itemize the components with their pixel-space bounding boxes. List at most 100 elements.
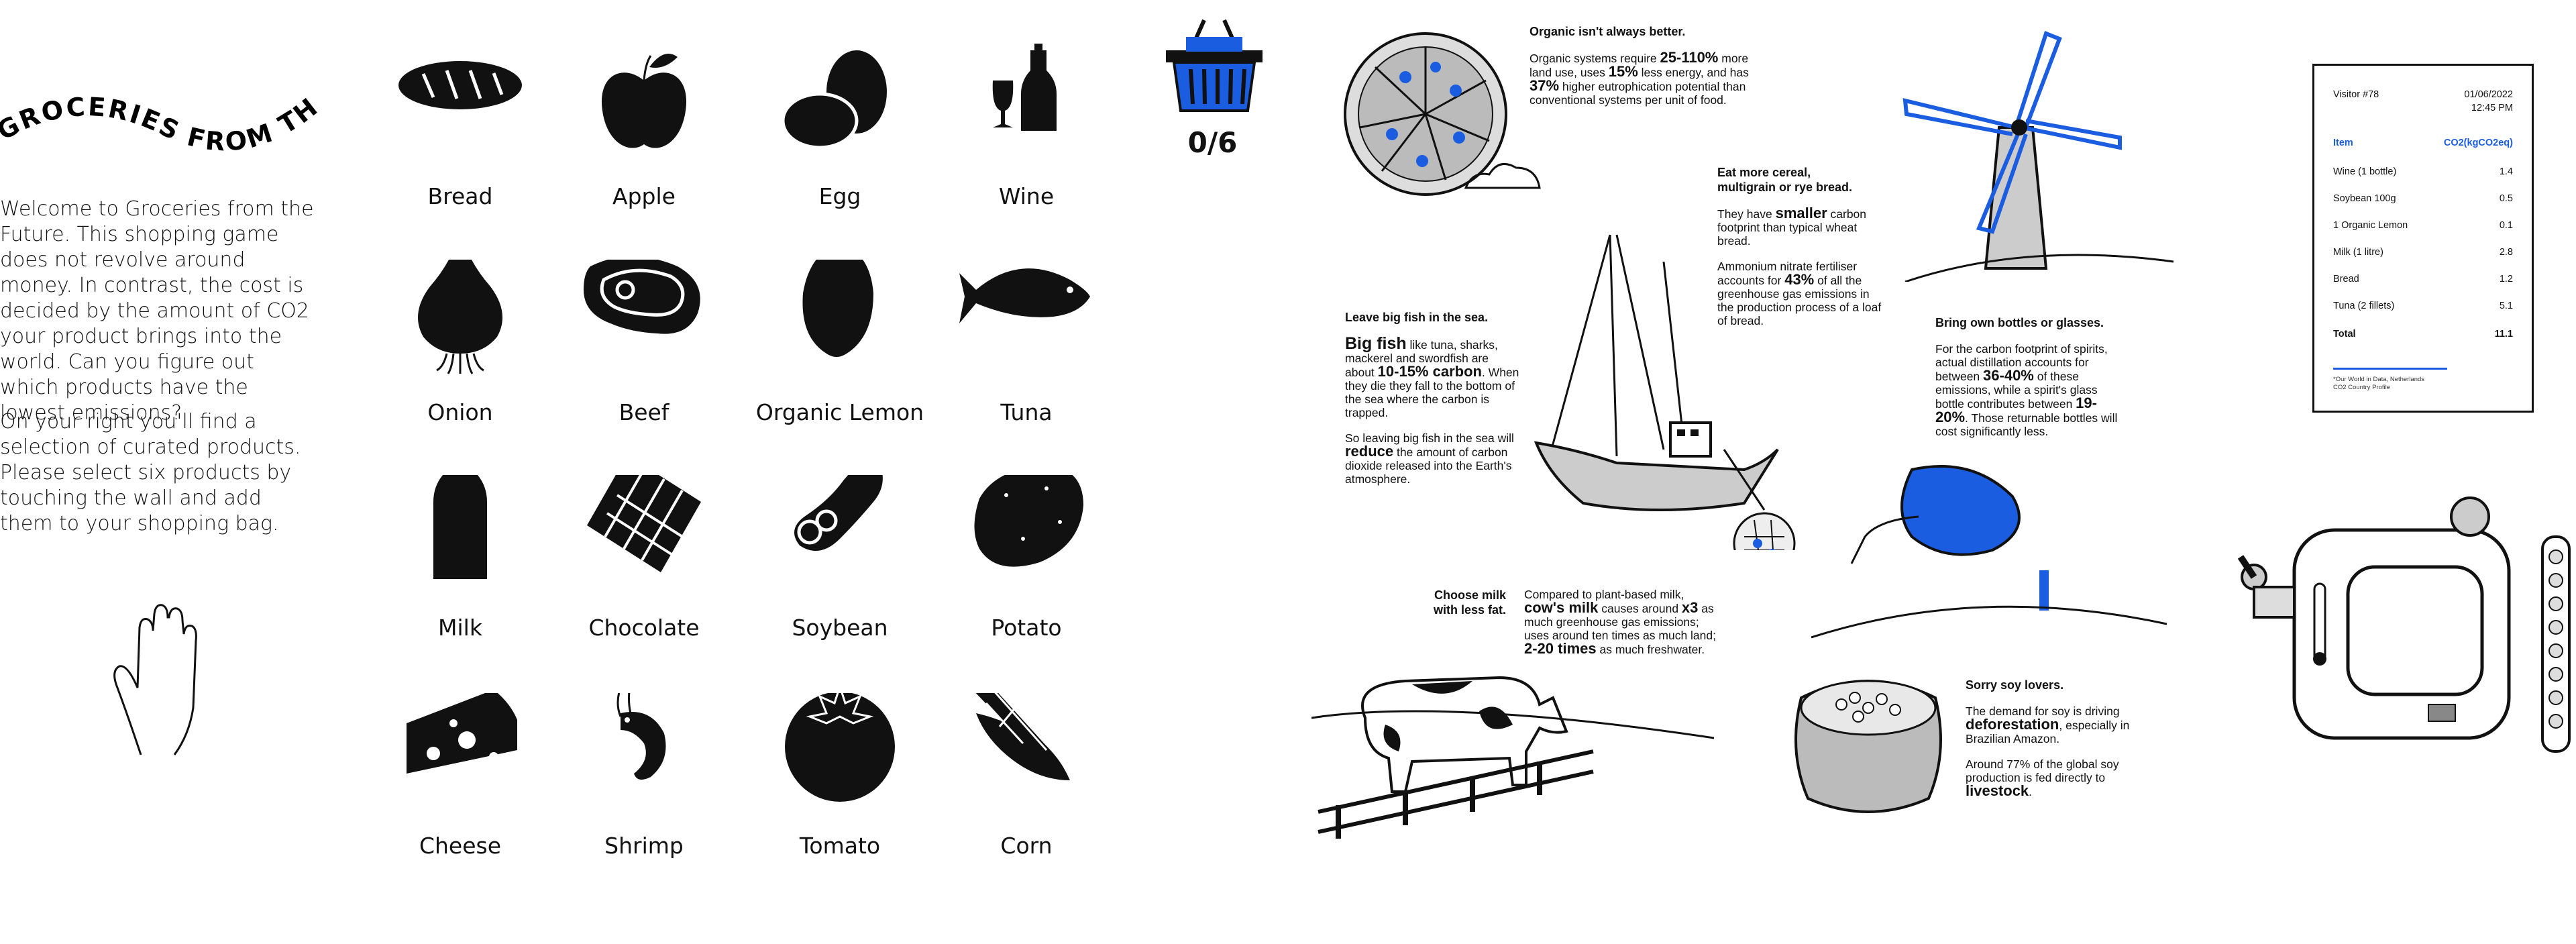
wine-icon: [992, 44, 1057, 131]
text: carbon footprint than typical wheat brea…: [1717, 207, 1867, 248]
text: more land use, uses: [1529, 52, 1749, 79]
text: causes around: [1598, 602, 1682, 615]
highlight: 2-20 times: [1524, 640, 1597, 657]
product-label: Milk: [438, 615, 482, 641]
basket-counter: 0/6: [1187, 126, 1238, 159]
product-label: Onion: [427, 399, 493, 425]
receipt-col-co2: CO2(kgCO2eq): [2443, 138, 2513, 148]
product-corn[interactable]: Corn: [939, 693, 1114, 894]
product-wine[interactable]: Wine: [939, 44, 1114, 245]
info-organic-body: Organic systems require 25-110% more lan…: [1529, 50, 1761, 107]
product-label: Egg: [818, 183, 861, 209]
info-soy-body-2: Around 77% of the global soy production …: [1966, 757, 2150, 798]
text: They have: [1717, 207, 1776, 221]
info-fish-body-1: Big fish like tuna, sharks, mackerel and…: [1345, 334, 1519, 420]
text: less energy, and has: [1638, 66, 1749, 79]
lemon-slice-illustration: [1344, 32, 1541, 196]
vending-machine-illustration: [2237, 496, 2571, 753]
info-fish-heading: Leave big fish in the sea.: [1345, 311, 1489, 324]
receipt-item-name: Wine (1 bottle): [2333, 166, 2397, 177]
highlight: smaller: [1775, 205, 1827, 221]
receipt-total-value: 11.1: [2494, 329, 2513, 339]
product-soybean[interactable]: Soybean: [753, 475, 927, 676]
windmill-illustration: [1902, 31, 2174, 282]
product-tomato[interactable]: Tomato: [753, 693, 927, 894]
product-beef[interactable]: Beef: [557, 260, 731, 461]
receipt-total: Total 11.1: [2333, 329, 2513, 339]
receipt-row: Milk (1 litre) 2.8: [2333, 247, 2513, 258]
receipt-time-row: 12:45 PM: [2333, 103, 2513, 113]
product-bread[interactable]: Bread: [373, 44, 547, 245]
product-chocolate[interactable]: Chocolate: [557, 475, 731, 676]
onion-icon: [418, 260, 502, 374]
product-shrimp[interactable]: Shrimp: [557, 693, 731, 894]
text: the amount of carbon dioxide released in…: [1345, 445, 1512, 486]
product-potato[interactable]: Potato: [939, 475, 1114, 676]
receipt-item-value: 1.4: [2499, 166, 2513, 177]
receipt-item-name: Bread: [2333, 274, 2359, 284]
receipt-source-note-1: *Our World in Data, Netherlands: [2333, 376, 2425, 383]
info-fish: Leave big fish in the sea. Big fish like…: [1345, 310, 1519, 498]
text: For the carbon footprint of spirits, act…: [1935, 342, 2108, 383]
receipt-row: 1 Organic Lemon 0.1: [2333, 220, 2513, 231]
beef-icon: [584, 260, 700, 334]
product-label: Shrimp: [604, 833, 684, 859]
intro-paragraph-1: Welcome to Groceries from the Future. Th…: [0, 197, 314, 425]
product-label: Apple: [612, 183, 676, 209]
text: , especially in Brazilian Amazon.: [1966, 719, 2130, 745]
text: . When they die they fall to the bottom …: [1345, 366, 1519, 419]
cheese-icon: [407, 693, 517, 774]
intro-paragraph-2: On your right you'll find a selection of…: [0, 410, 301, 535]
text: Around 77% of the global soy production …: [1966, 757, 2119, 784]
bread-icon: [398, 61, 522, 109]
receipt-item-value: 0.5: [2499, 193, 2513, 204]
product-organic-lemon[interactable]: Organic Lemon: [753, 260, 927, 461]
info-milk: Compared to plant-based milk, cow's milk…: [1524, 588, 1722, 668]
text: as much freshwater.: [1596, 643, 1705, 656]
receipt-col-item: Item: [2333, 138, 2353, 148]
highlight: x3: [1681, 599, 1699, 616]
product-egg[interactable]: Egg: [753, 44, 927, 245]
game-title-text: GROCERIES FROM THE FUTURE: [0, 40, 322, 157]
receipt-total-label: Total: [2333, 329, 2356, 339]
heading-line: Choose milk: [1434, 588, 1506, 602]
info-milk-heading-block: Choose milk with less fat.: [1426, 588, 1506, 629]
info-soy: Sorry soy lovers. The demand for soy is …: [1966, 678, 2150, 810]
info-cereal-body-1: They have smaller carbon footprint than …: [1717, 205, 1882, 248]
info-soy-body-1: The demand for soy is driving deforestat…: [1966, 704, 2150, 745]
product-cheese[interactable]: Cheese: [373, 693, 547, 894]
fish-icon: [959, 268, 1090, 323]
product-onion[interactable]: Onion: [373, 260, 547, 461]
product-apple[interactable]: Apple: [557, 44, 731, 245]
lemon-icon: [802, 260, 873, 357]
text: The demand for soy is driving: [1966, 704, 2120, 718]
receipt-row: Soybean 100g 0.5: [2333, 193, 2513, 204]
product-label: Potato: [991, 615, 1062, 641]
receipt-header: Visitor #78 01/06/2022: [2333, 89, 2513, 100]
shrimp-icon: [616, 693, 666, 780]
product-label: Soybean: [792, 615, 888, 641]
product-label: Tomato: [799, 833, 881, 859]
milk-bottle-icon: [433, 475, 487, 579]
product-tuna[interactable]: Tuna: [939, 260, 1114, 461]
product-label: Bread: [427, 183, 493, 209]
info-bottles: Bring own bottles or glasses. For the ca…: [1935, 315, 2127, 450]
highlight: 36-40%: [1983, 367, 2034, 384]
product-label: Cheese: [419, 833, 502, 859]
chocolate-icon: [587, 475, 701, 572]
text: like tuna, sharks, mackerel and swordfis…: [1345, 338, 1498, 379]
potato-icon: [974, 475, 1083, 567]
receipt-time: 12:45 PM: [2471, 103, 2513, 113]
highlight: livestock: [1966, 782, 2029, 799]
highlight: 15%: [1608, 63, 1638, 80]
highlight: Big fish: [1345, 334, 1407, 353]
info-fish-body-2: So leaving big fish in the sea will redu…: [1345, 431, 1519, 486]
fishing-boat-illustration: [1534, 234, 1796, 550]
highlight: 43%: [1784, 271, 1815, 288]
product-milk[interactable]: Milk: [373, 475, 547, 676]
highlight: 10-15% carbon: [1377, 363, 1482, 380]
tomato-icon: [785, 693, 895, 802]
info-milk-heading: Choose milk with less fat.: [1426, 588, 1506, 617]
product-label: Wine: [998, 183, 1055, 209]
info-cereal-body-2: Ammonium nitrate fertiliser accounts for…: [1717, 260, 1882, 327]
